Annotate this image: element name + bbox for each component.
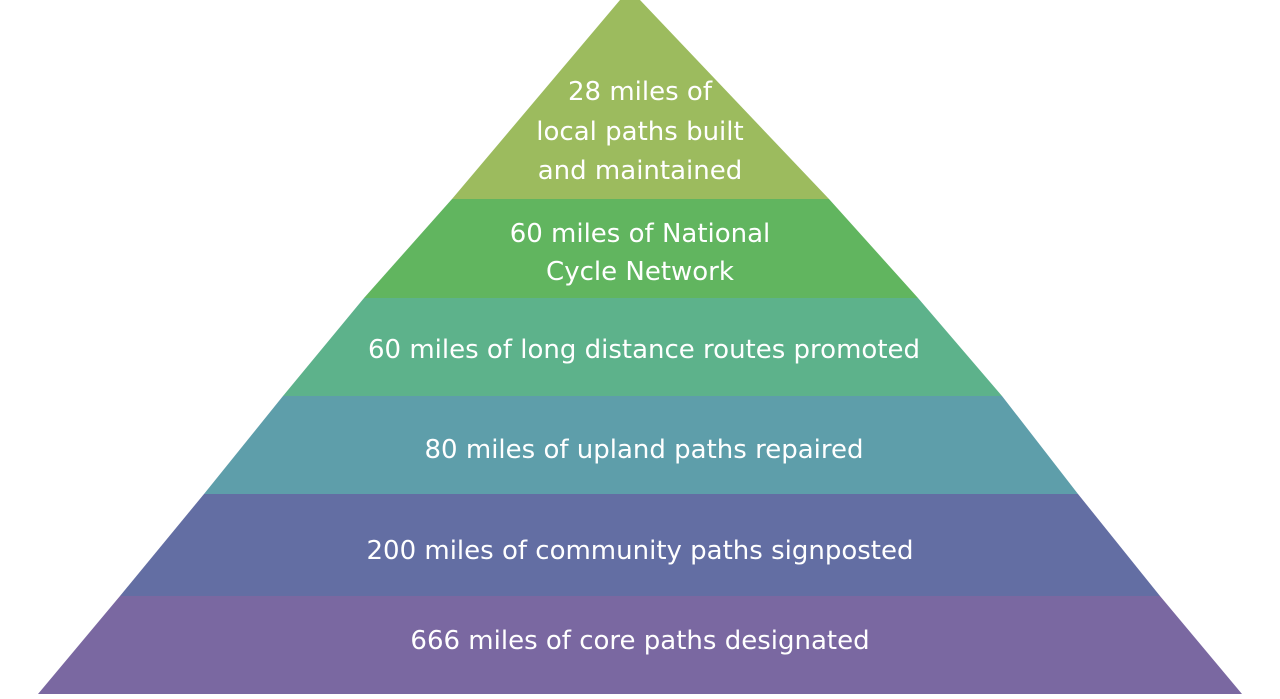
tier-1-line-3: and maintained [538, 156, 742, 186]
tier-2-line-2: Cycle Network [546, 257, 734, 287]
tier-5-shape [120, 494, 1160, 596]
tier-3-shape [283, 298, 1002, 396]
tier-5-line-1: 200 miles of community paths signposted [366, 536, 913, 566]
tier-6-line-1: 666 miles of core paths designated [410, 626, 869, 656]
pyramid-tier-2: 60 miles of National Cycle Network [364, 199, 918, 298]
pyramid-tier-3: 60 miles of long distance routes promote… [283, 298, 1002, 396]
tier-4-line-1: 80 miles of upland paths repaired [425, 435, 864, 465]
pyramid-tier-1: 28 miles of local paths built and mainta… [452, 0, 829, 199]
tier-6-shape [38, 596, 1242, 694]
tier-2-shape [364, 199, 918, 298]
tier-1-shape [452, 0, 829, 199]
pyramid-tier-6: 666 miles of core paths designated [38, 596, 1242, 694]
tier-3-line-1: 60 miles of long distance routes promote… [368, 335, 920, 365]
tier-1-line-1: 28 miles of [568, 77, 713, 107]
pyramid-tier-4: 80 miles of upland paths repaired [204, 396, 1078, 494]
pyramid-tier-5: 200 miles of community paths signposted [120, 494, 1160, 596]
tier-2-line-1: 60 miles of National [510, 219, 771, 249]
tier-4-shape [204, 396, 1078, 494]
tier-1-line-2: local paths built [536, 117, 743, 147]
